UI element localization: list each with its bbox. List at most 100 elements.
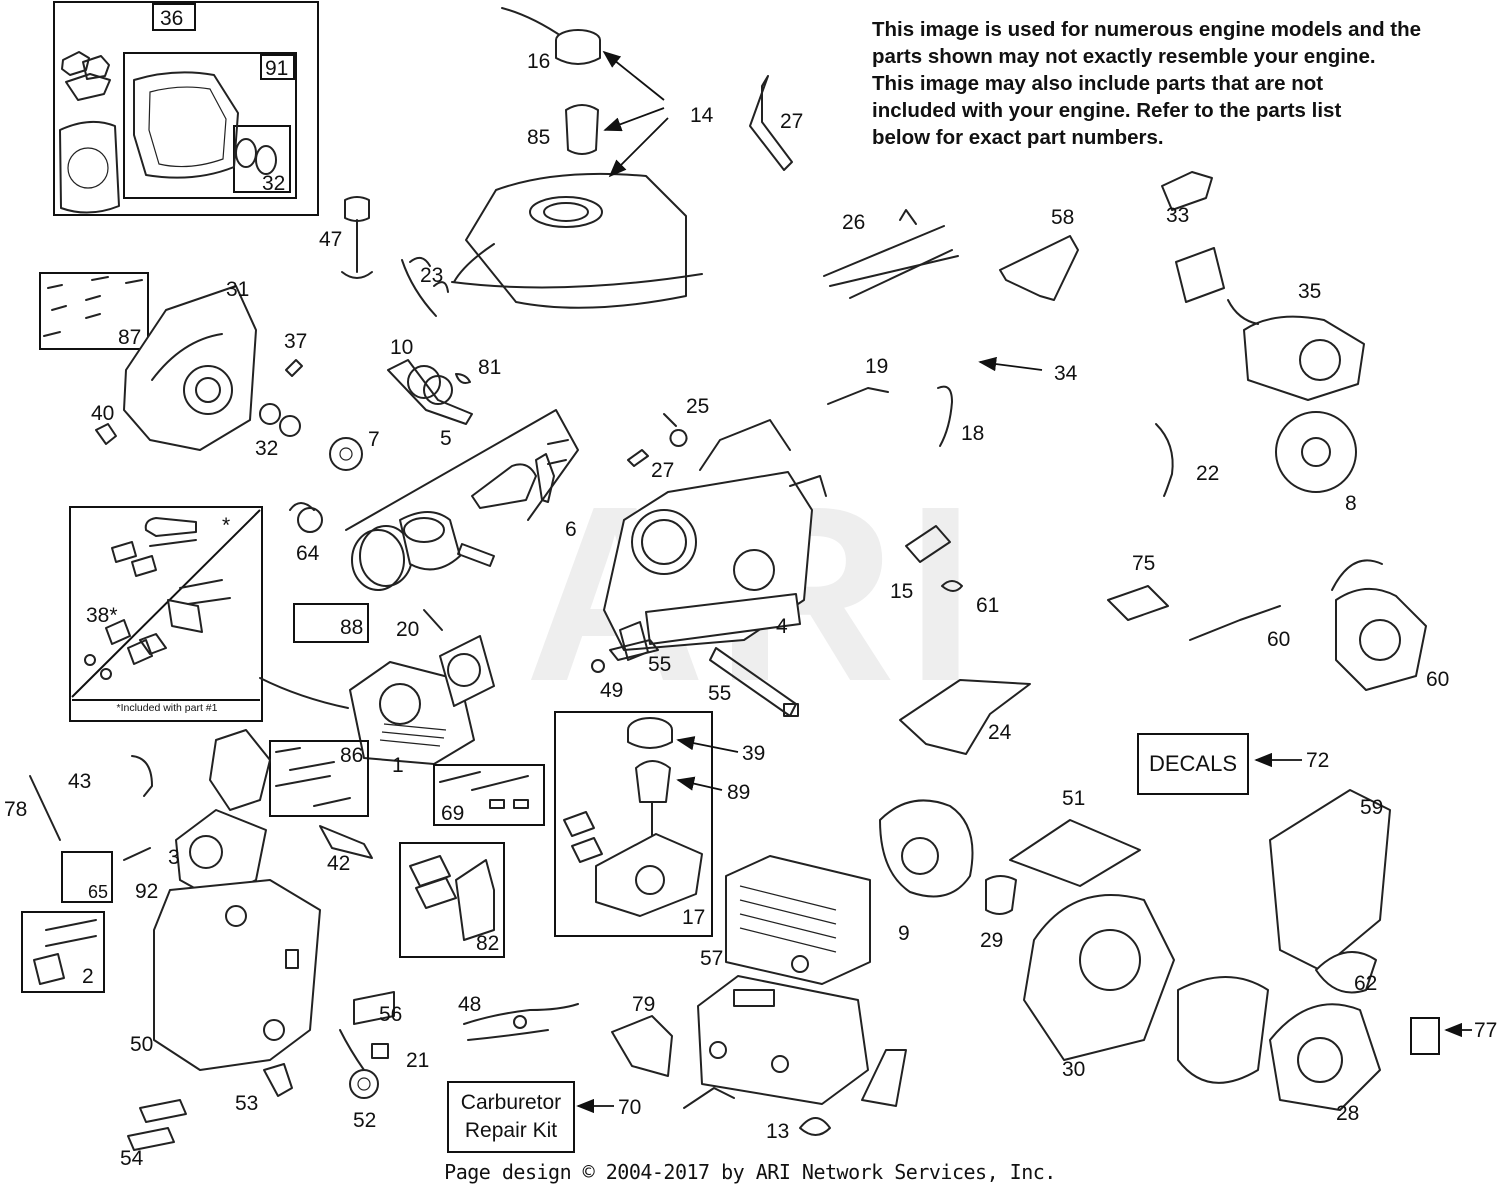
callout-2: 2 (82, 965, 94, 988)
callout-15: 15 (890, 580, 913, 603)
callout-38: 38* (86, 604, 118, 627)
callout-61: 61 (976, 594, 999, 617)
callout-32b: 32 (255, 437, 278, 460)
callout-53: 53 (235, 1092, 258, 1115)
callout-31: 31 (226, 278, 249, 301)
callout-78: 78 (4, 798, 27, 821)
asterisk-mark: * (222, 514, 230, 537)
callout-75: 75 (1132, 552, 1155, 575)
callout-19: 19 (865, 355, 888, 378)
callout-91: 91 (265, 57, 288, 80)
callout-8: 8 (1345, 492, 1357, 515)
callout-72: 72 (1306, 749, 1329, 772)
callout-55a: 55 (648, 653, 671, 676)
callout-26: 26 (842, 211, 865, 234)
callout-35: 35 (1298, 280, 1321, 303)
callout-65: 65 (88, 882, 108, 902)
callout-17: 17 (682, 906, 705, 929)
callout-6: 6 (565, 518, 577, 541)
piston-group (345, 409, 688, 591)
hardware-boxes (269, 740, 545, 958)
callout-13: 13 (766, 1120, 789, 1143)
carburetor-group (554, 711, 739, 937)
callout-79: 79 (632, 993, 655, 1016)
callout-85: 85 (527, 126, 550, 149)
included-with-part-note: *Included with part #1 (116, 702, 218, 714)
carburetor-repair-kit-box: Carburetor Repair Kit (447, 1081, 575, 1153)
callout-59: 59 (1360, 796, 1383, 819)
callout-4: 4 (776, 615, 788, 638)
decals-label: DECALS (1148, 751, 1238, 776)
callout-81: 81 (478, 356, 501, 379)
muffler-guard-group (725, 855, 871, 985)
callout-87: 87 (118, 326, 141, 349)
callout-10: 10 (390, 336, 413, 359)
callout-89: 89 (727, 781, 750, 804)
lower-left-parts (21, 729, 579, 1151)
notice-line: below for exact part numbers. (872, 126, 1164, 149)
callout-3: 3 (168, 846, 180, 869)
right-side-parts (823, 171, 1472, 1111)
callout-7: 7 (368, 428, 380, 451)
callout-58: 58 (1051, 206, 1074, 229)
callout-22: 22 (1196, 462, 1219, 485)
callout-62: 62 (1354, 972, 1377, 995)
callout-47: 47 (319, 228, 342, 251)
callout-86: 86 (340, 744, 363, 767)
callout-57: 57 (700, 947, 723, 970)
engine-block-group (591, 419, 827, 717)
callout-14: 14 (690, 104, 714, 127)
notice-line: This image may also include parts that a… (872, 72, 1324, 95)
callout-60b: 60 (1426, 668, 1449, 691)
crankcase-cover-group (39, 272, 303, 451)
upper-small-parts (341, 75, 793, 317)
callout-77: 77 (1474, 1019, 1497, 1042)
callout-88: 88 (340, 616, 363, 639)
decals-box: DECALS (1137, 733, 1249, 795)
notice-line: This image is used for numerous engine m… (872, 18, 1422, 41)
cylinder-head-group (259, 603, 495, 765)
callout-34: 34 (1054, 362, 1078, 385)
callout-56: 56 (379, 1003, 402, 1026)
callout-20: 20 (396, 618, 419, 641)
callout-55b: 55 (708, 682, 731, 705)
carb-kit-label-line1: Carburetor (460, 1091, 562, 1114)
gasket-set-group (53, 1, 319, 216)
callout-42: 42 (327, 852, 350, 875)
callout-33: 33 (1166, 204, 1189, 227)
valve-kit-group (69, 506, 263, 722)
callout-50: 50 (130, 1033, 153, 1056)
callout-48: 48 (458, 993, 481, 1016)
callout-43: 43 (68, 770, 91, 793)
callout-29: 29 (980, 929, 1003, 952)
callout-70: 70 (618, 1096, 641, 1119)
callout-27a: 27 (780, 110, 803, 133)
callout-64: 64 (296, 542, 320, 565)
notice-line: included with your engine. Refer to the … (872, 99, 1342, 122)
callout-40: 40 (91, 402, 114, 425)
callout-49: 49 (600, 679, 623, 702)
callout-30: 30 (1062, 1058, 1085, 1081)
callout-69: 69 (441, 802, 464, 825)
callout-28: 28 (1336, 1102, 1359, 1125)
muffler-group (611, 975, 907, 1136)
callout-51: 51 (1062, 787, 1085, 810)
callout-60a: 60 (1267, 628, 1290, 651)
callout-21: 21 (406, 1049, 429, 1072)
crankshaft-group (289, 359, 473, 533)
callout-39: 39 (742, 742, 765, 765)
callout-24: 24 (988, 721, 1012, 744)
callout-32a: 32 (262, 172, 285, 195)
callout-52: 52 (353, 1109, 376, 1132)
callout-36: 36 (160, 7, 183, 30)
callout-18: 18 (961, 422, 984, 445)
callout-5: 5 (440, 427, 452, 450)
page-footer: Page design © 2004-2017 by ARI Network S… (444, 1160, 1056, 1184)
callout-16: 16 (527, 50, 550, 73)
callout-92: 92 (135, 880, 158, 903)
carb-kit-label-line2: Repair Kit (464, 1119, 558, 1142)
notice-line: parts shown may not exactly resemble you… (872, 45, 1376, 68)
callout-82: 82 (476, 932, 499, 955)
engine-notice: This image is used for numerous engine m… (872, 16, 1492, 151)
